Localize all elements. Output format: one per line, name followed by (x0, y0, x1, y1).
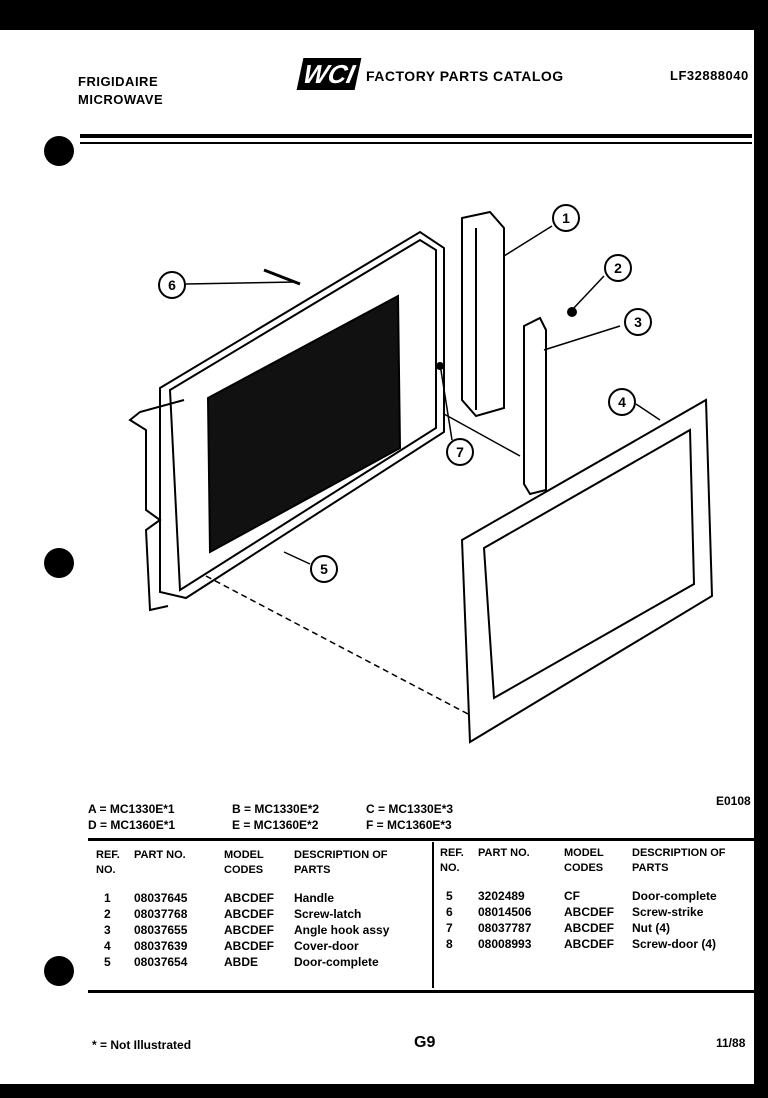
table-bottom-rule (88, 990, 754, 993)
table-top-rule (88, 838, 754, 841)
table-row: 3 08037655 ABCDEF Angle hook assy (104, 923, 390, 937)
page-number: G9 (414, 1034, 436, 1051)
product-name: MICROWAVE (78, 92, 164, 107)
table-row: 5 08037654 ABDE Door-complete (104, 955, 379, 969)
col-ref: REF. NO. (96, 849, 120, 876)
scan-edge-top (0, 0, 768, 30)
latch-bracket (461, 210, 505, 418)
table-row: 4 08037639 ABCDEF Cover-door (104, 939, 359, 953)
door-window-mesh (206, 294, 402, 554)
catalog-title: FACTORY PARTS CATALOG (366, 68, 564, 84)
table-row: 1 08037645 ABCDEF Handle (104, 891, 335, 905)
model-code-a: A = MC1330E*1 (88, 802, 175, 816)
binder-hole-bottom (44, 956, 74, 986)
callout-4: 4 (618, 394, 626, 410)
col-part: PART NO. (134, 849, 186, 861)
table-column-divider (432, 842, 434, 988)
table-row: 5 3202489 CF Door-complete (446, 889, 717, 903)
scan-edge-right (754, 0, 768, 1098)
table-row: 7 08037787 ABCDEF Nut (4) (446, 921, 670, 935)
diagram-code: E0108 (716, 794, 751, 808)
table-row: 6 08014506 ABCDEF Screw-strike (446, 905, 704, 919)
table-row: 2 08037768 ABCDEF Screw-latch (104, 907, 362, 921)
callout-3: 3 (634, 314, 642, 330)
col-part: PART NO. (478, 847, 530, 859)
screw-strike (263, 268, 301, 286)
table-row: 8 08008993 ABCDEF Screw-door (4) (446, 937, 717, 951)
callout-7: 7 (456, 444, 464, 460)
col-model: MODEL CODES (224, 849, 264, 876)
model-code-b: B = MC1330E*2 (232, 802, 320, 816)
catalog-date: 11/88 (716, 1036, 746, 1050)
brand-name: FRIGIDAIRE (78, 74, 159, 89)
scan-edge-bottom (0, 1084, 768, 1098)
cover-door-window (482, 428, 696, 700)
binder-hole-middle (44, 548, 74, 578)
model-code-c: C = MC1330E*3 (366, 802, 454, 816)
model-code-d: D = MC1360E*1 (88, 818, 176, 832)
binder-hole-top (44, 136, 74, 166)
hinge-plate (128, 399, 185, 612)
model-code-f: F = MC1360E*3 (366, 818, 452, 832)
callouts: 1 2 3 4 5 6 7 (158, 204, 652, 583)
col-desc: DESCRIPTION OF PARTS (632, 847, 726, 874)
screw-latch (567, 307, 577, 317)
callout-6: 6 (168, 277, 176, 293)
callout-5: 5 (320, 561, 328, 577)
cover-door (460, 398, 714, 744)
callout-2: 2 (614, 260, 622, 276)
catalog-number: LF32888040 (670, 68, 749, 83)
nut (436, 362, 444, 370)
parts-table-right: REF. NO. PART NO. MODEL CODES DESCRIPTIO… (440, 846, 746, 952)
header-rule (80, 134, 752, 138)
model-code-e: E = MC1360E*2 (232, 818, 319, 832)
parts-table-left: REF. NO. PART NO. MODEL CODES DESCRIPTIO… (96, 848, 418, 970)
col-ref: REF. NO. (440, 847, 464, 874)
callout-1: 1 (562, 210, 570, 226)
header-rule-thin (80, 142, 752, 144)
angle-hook-assy (523, 316, 547, 496)
footnote: * = Not Illustrated (92, 1038, 192, 1052)
col-model: MODEL CODES (564, 847, 604, 874)
door-frame-inner-edge (168, 238, 437, 592)
col-desc: DESCRIPTION OF PARTS (294, 849, 388, 876)
